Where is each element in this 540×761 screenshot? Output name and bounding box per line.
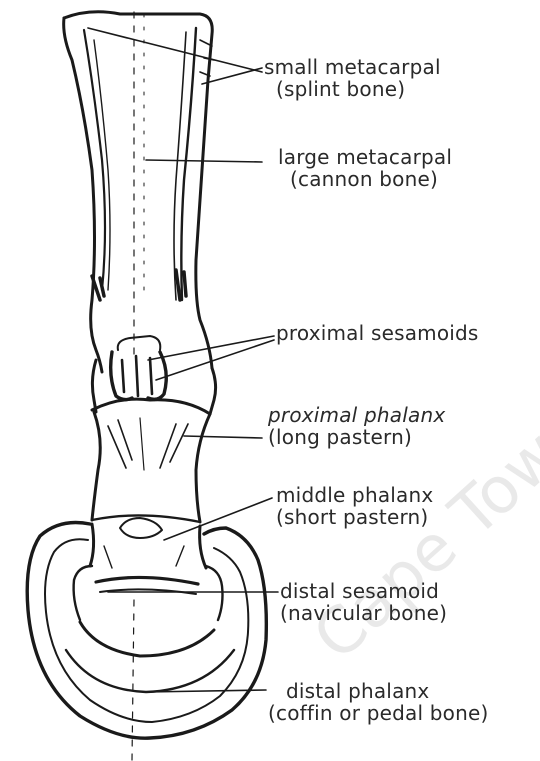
- cannon-bone: [64, 12, 213, 372]
- leader-lines: [88, 28, 278, 692]
- label-proximal-phalanx: proximal phalanx (long pastern): [268, 404, 445, 448]
- splint-bones: [84, 28, 214, 300]
- middle-phalanx: [90, 518, 206, 568]
- label-proximal-sesamoids: proximal sesamoids: [276, 322, 479, 344]
- label-small-metacarpal: small metacarpal (splint bone): [264, 56, 441, 100]
- coffin-bone: [66, 600, 234, 760]
- proximal-phalanx: [92, 412, 210, 522]
- fetlock-joint: [92, 336, 216, 414]
- label-middle-phalanx: middle phalanx (short pastern): [276, 484, 433, 528]
- label-distal-phalanx: distal phalanx (coffin or pedal bone): [268, 680, 489, 724]
- label-distal-sesamoid: distal sesamoid (navicular bone): [280, 580, 447, 624]
- hoof: [27, 523, 266, 739]
- label-large-metacarpal: large metacarpal (cannon bone): [278, 146, 452, 190]
